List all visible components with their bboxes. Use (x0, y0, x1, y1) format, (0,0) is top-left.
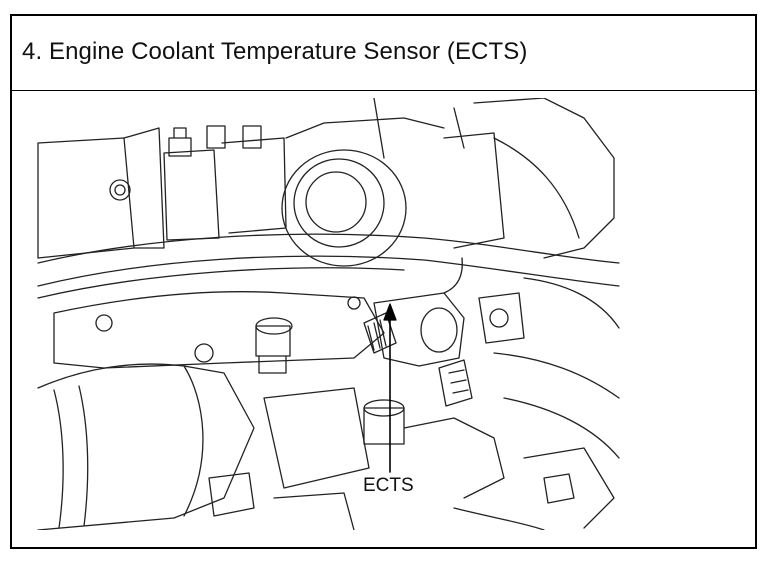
figure-frame: 4. Engine Coolant Temperature Sensor (EC… (10, 14, 757, 549)
title-bar: 4. Engine Coolant Temperature Sensor (EC… (12, 16, 755, 91)
figure-title: 4. Engine Coolant Temperature Sensor (EC… (22, 38, 528, 65)
ects-callout-label: ECTS (363, 475, 414, 496)
engine-line-drawing (37, 98, 620, 530)
